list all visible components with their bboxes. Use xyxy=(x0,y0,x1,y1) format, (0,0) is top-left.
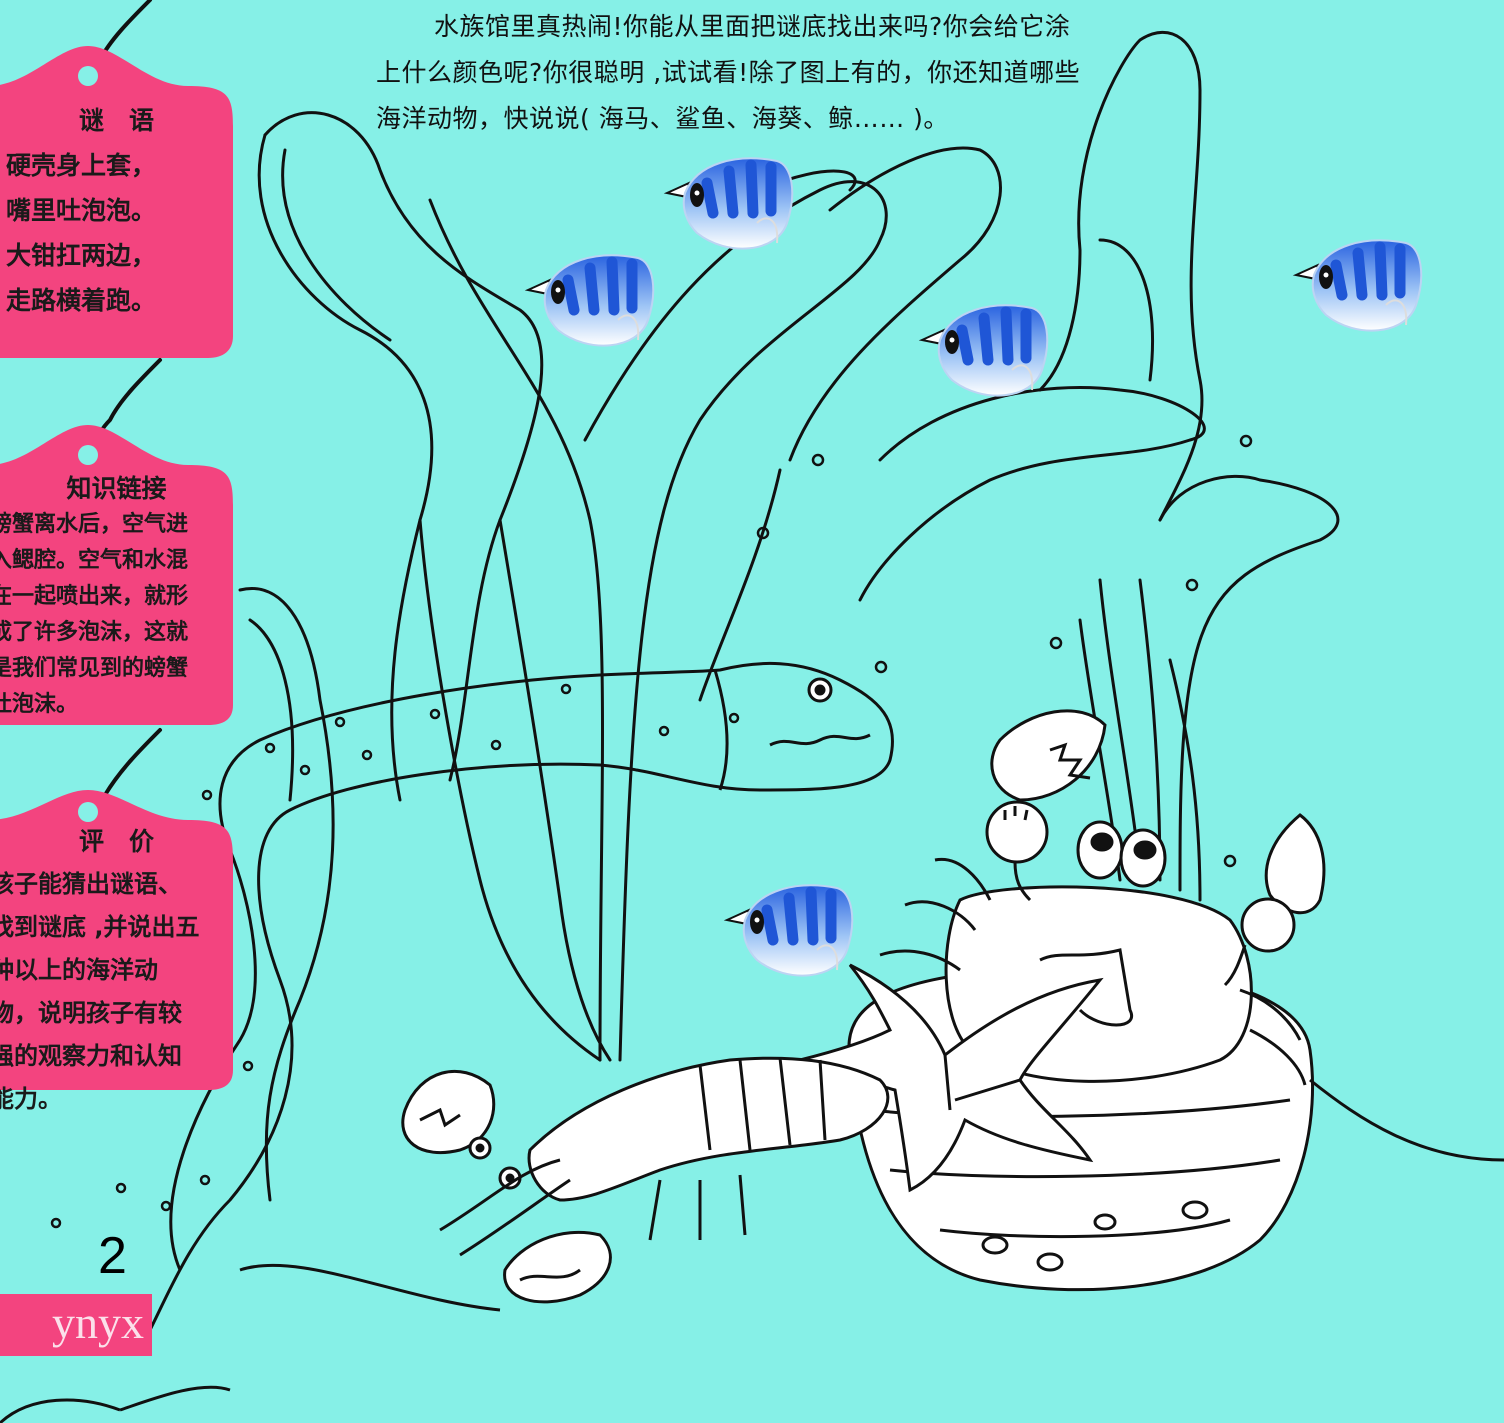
riddle-tag: 谜 语 硬壳身上套， 嘴里吐泡泡。 大钳扛两边， 走路横着跑。 xyxy=(0,46,233,358)
riddle-title: 谜 语 xyxy=(78,106,154,135)
tag-background xyxy=(0,425,233,725)
knowledge-body: 螃蟹离水后，空气进入鳃腔。空气和水混在一起喷出来，就形成了许多泡沫，这就是我们常… xyxy=(0,512,189,717)
knowledge-title: 知识链接 xyxy=(66,474,167,503)
bubble-icon xyxy=(50,434,1253,1229)
evaluation-tag: 评 价 孩子能猜出谜语、找到谜底 ,并说出五种以上的海洋动物，说明孩子有较强的观… xyxy=(0,790,233,1113)
riddle-line: 嘴里吐泡泡。 xyxy=(6,196,157,225)
evaluation-title: 评 价 xyxy=(78,827,154,856)
knowledge-tag: 知识链接 螃蟹离水后，空气进入鳃腔。空气和水混在一起喷出来，就形成了许多泡沫，这… xyxy=(0,425,233,725)
evaluation-body: 孩子能猜出谜语、找到谜底 ,并说出五种以上的海洋动物，说明孩子有较强的观察力和认… xyxy=(0,870,200,1113)
intro-text: 水族馆里真热闹!你能从里面把谜底找出来吗?你会给它涂上什么颜色呢?你很聪明 ,试… xyxy=(376,12,1081,133)
tag-background xyxy=(0,790,233,1090)
riddle-line: 硬壳身上套， xyxy=(6,151,157,180)
tag-background xyxy=(0,46,233,358)
watermark: ynyx xyxy=(0,1294,152,1356)
riddle-line: 大钳扛两边， xyxy=(6,241,157,270)
riddle-line: 走路横着跑。 xyxy=(6,286,157,315)
page-number: 2 xyxy=(98,1227,127,1285)
lobster-icon xyxy=(401,1056,890,1304)
